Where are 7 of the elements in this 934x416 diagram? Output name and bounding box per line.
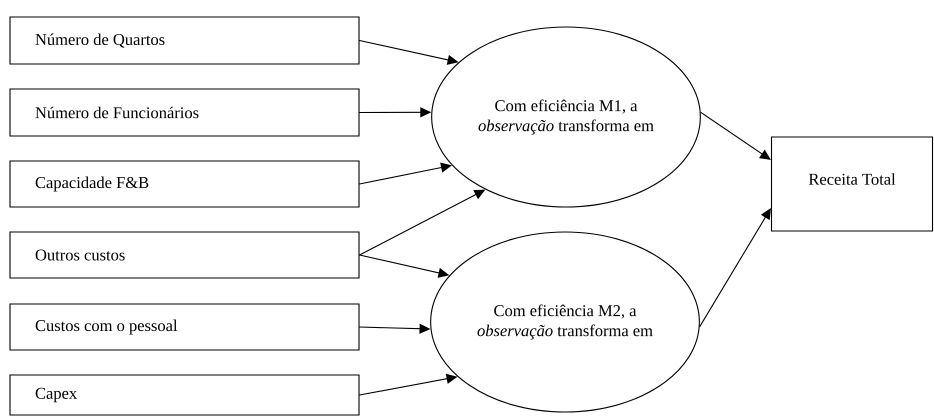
- input-box: Outros custos: [9, 231, 360, 279]
- input-box: Capacidade F&B: [9, 160, 360, 208]
- input-box: Custos com o pessoal: [9, 303, 360, 351]
- input-box: Capex: [9, 374, 360, 416]
- output-box: Receita Total: [770, 136, 934, 232]
- input-box: Número de Quartos: [9, 16, 360, 65]
- input-box: Número de Funcionários: [9, 88, 360, 137]
